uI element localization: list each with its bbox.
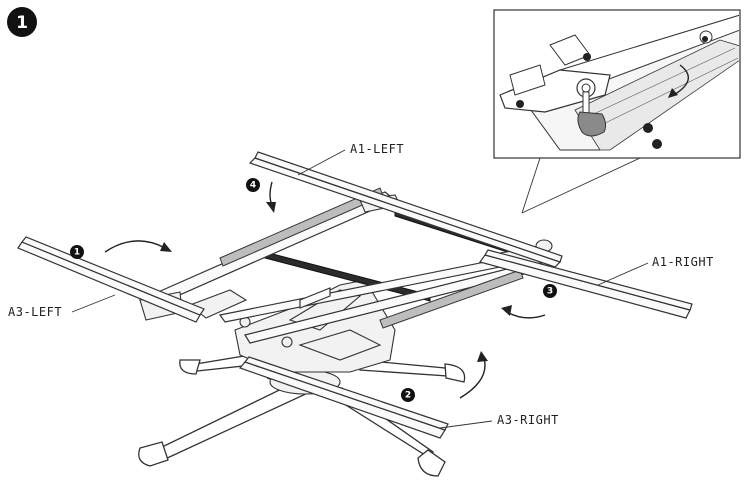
arrow-1 (105, 241, 165, 252)
svg-text:4: 4 (250, 181, 256, 191)
callout-4: 4 (246, 178, 260, 192)
rail-a1-left (250, 152, 562, 267)
label-a1-right-text: A1-RIGHT (652, 255, 714, 269)
step-number-badge: 1 (7, 7, 37, 37)
label-a3-right-text: A3-RIGHT (497, 413, 559, 427)
label-a3-right: A3-RIGHT (440, 413, 559, 428)
arrow-4 (270, 182, 272, 205)
screwdriver-grip (578, 112, 606, 136)
svg-text:1: 1 (74, 248, 80, 258)
label-a1-left-text: A1-LEFT (350, 142, 404, 156)
step-number: 1 (16, 13, 28, 33)
label-a3-left: A3-LEFT (8, 295, 115, 319)
callout-1: 1 (70, 245, 84, 259)
callout-3: 3 (543, 284, 557, 298)
label-a1-right: A1-RIGHT (598, 255, 714, 285)
callout-2: 2 (401, 388, 415, 402)
svg-text:3: 3 (547, 287, 553, 297)
svg-text:2: 2 (405, 391, 411, 401)
label-a1-left: A1-LEFT (298, 142, 404, 175)
detail-inset (494, 10, 740, 213)
arrow-3 (507, 312, 545, 318)
label-a3-left-text: A3-LEFT (8, 305, 62, 319)
